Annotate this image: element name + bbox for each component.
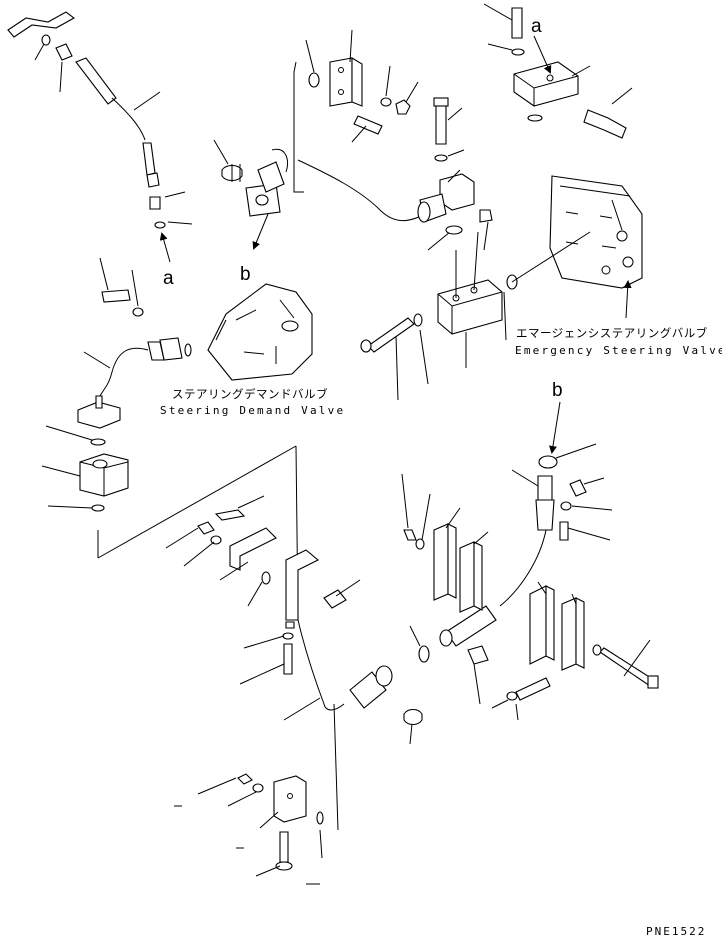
hose-assembly-top-left xyxy=(7,11,193,263)
clamps-right-middle xyxy=(401,473,659,721)
bracket-center-lower xyxy=(165,495,361,721)
bracket-bottom-left xyxy=(174,773,324,885)
manifold-block-center xyxy=(360,231,591,401)
check-valve-top-center xyxy=(417,97,493,251)
ref-a-top: a xyxy=(531,16,542,37)
steering-demand-valve xyxy=(83,257,313,401)
bracket-top-center xyxy=(293,29,426,222)
emergency-steering-valve-label-jp: エマージェンシステアリングバルブ xyxy=(516,326,708,340)
steering-demand-valve-label-en: Steering Demand Valve xyxy=(160,404,346,417)
steering-demand-valve-label-jp: ステアリングデマンドバルブ xyxy=(172,387,328,401)
emergency-steering-valve xyxy=(549,175,643,319)
drawing-code: PNE1522 xyxy=(646,925,707,938)
emergency-steering-valve-label-en: Emergency Steering Valve xyxy=(515,344,722,357)
ref-b-right: b xyxy=(552,380,563,401)
ref-b-left: b xyxy=(240,264,251,285)
ref-a-left: a xyxy=(163,268,174,289)
adapter-block-top-right xyxy=(483,3,633,139)
orifice-fitting-left xyxy=(213,139,288,250)
hose-assembly-right-lower xyxy=(409,401,613,705)
pump-left xyxy=(41,395,299,621)
elbow-lower-center xyxy=(333,665,423,831)
